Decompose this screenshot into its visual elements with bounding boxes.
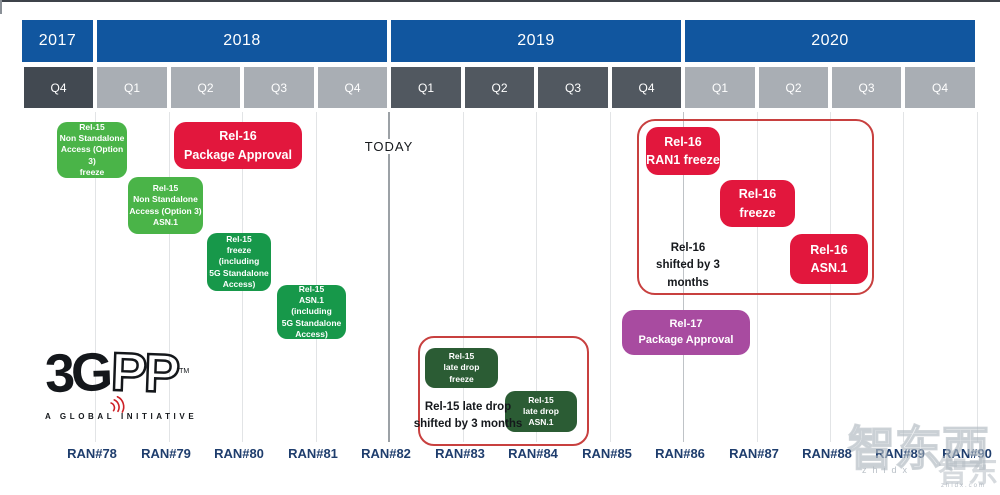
- ran-meeting-label: RAN#83: [435, 446, 485, 461]
- ran-meeting-label: RAN#81: [288, 446, 338, 461]
- quarter-2018-q2: Q2: [171, 67, 240, 108]
- quarter-gridline: [169, 112, 170, 442]
- quarter-2019-q4: Q4: [612, 67, 681, 108]
- quarter-2019-q2: Q2: [465, 67, 534, 108]
- milestone-rel16-asn1: Rel-16 ASN.1: [790, 234, 868, 284]
- year-band-2018: 2018: [97, 20, 387, 62]
- year-gridline: [683, 112, 684, 442]
- year-band-2017: 2017: [22, 20, 93, 62]
- logo-3g-text: 3G: [43, 341, 111, 405]
- ran-meeting-label: RAN#85: [582, 446, 632, 461]
- quarter-2020-q1: Q1: [685, 67, 755, 108]
- milestone-rel15-late-drop-asn1: Rel-15 late drop ASN.1: [505, 391, 577, 432]
- quarter-gridline: [95, 112, 96, 442]
- quarter-2019-q1: Q1: [391, 67, 461, 108]
- ran-meeting-label: RAN#89: [875, 446, 925, 461]
- milestone-rel16-ran1-freeze: Rel-16 RAN1 freeze: [646, 127, 720, 175]
- quarter-2017-q4: Q4: [24, 67, 93, 108]
- watermark-zhidx-large: 智东西: [847, 421, 990, 476]
- ran-meeting-label: RAN#79: [141, 446, 191, 461]
- ran-meeting-label: RAN#90: [942, 446, 992, 461]
- milestone-rel15-nsa-freeze: Rel-15 Non Standalone Access (Option 3) …: [57, 122, 127, 178]
- logo-trademark: TM: [179, 368, 190, 375]
- ran-meeting-label: RAN#78: [67, 446, 117, 461]
- rel15-shift-note: Rel-15 late drop shifted by 3 months: [413, 401, 523, 431]
- ran-meeting-label: RAN#80: [214, 446, 264, 461]
- milestone-rel17-package-approval: Rel-17 Package Approval: [622, 310, 750, 355]
- milestone-rel15-nsa-asn1: Rel-15 Non Standalone Access (Option 3) …: [128, 177, 203, 234]
- ran-meeting-label: RAN#86: [655, 446, 705, 461]
- logo-tagline: A GLOBAL INITIATIVE: [45, 412, 198, 421]
- quarter-gridline: [316, 112, 317, 442]
- watermark-zhidx-small-subtext: zhidx.com: [941, 483, 987, 489]
- ran-meeting-label: RAN#82: [361, 446, 411, 461]
- quarter-2018-q4: Q4: [318, 67, 387, 108]
- today-label: TODAY: [357, 139, 421, 154]
- quarter-gridline: [903, 112, 904, 442]
- 3gpp-logo-wordmark: 3GPPTM: [43, 341, 225, 413]
- quarter-gridline: [757, 112, 758, 442]
- quarter-2018-q1: Q1: [97, 67, 167, 108]
- milestone-rel16-package-approval: Rel-16 Package Approval: [174, 122, 302, 169]
- year-band-2020: 2020: [685, 20, 975, 62]
- ran-meeting-label: RAN#88: [802, 446, 852, 461]
- quarter-2019-q3: Q3: [538, 67, 608, 108]
- rel16-shift-group-outline: [637, 119, 874, 295]
- rel15-late-drop-group-outline: [418, 336, 589, 446]
- milestone-rel15-late-drop-freeze: Rel-15 late drop freeze: [425, 348, 498, 388]
- milestone-rel15-asn1: Rel-15 ASN.1 (including 5G Standalone Ac…: [277, 284, 346, 339]
- quarter-gridline: [463, 112, 464, 442]
- ran-meeting-label: RAN#84: [508, 446, 558, 461]
- today-line: [388, 112, 390, 442]
- rel16-shift-note: Rel-16 shifted by 3 months: [656, 242, 720, 289]
- milestone-rel16-freeze: Rel-16 freeze: [720, 180, 795, 227]
- left-border-line: [0, 0, 2, 14]
- quarter-gridline: [610, 112, 611, 442]
- quarter-2020-q3: Q3: [832, 67, 901, 108]
- quarter-gridline: [536, 112, 537, 442]
- watermark-zhidx-subtext: zhidx: [862, 465, 914, 475]
- milestone-rel15-freeze: Rel-15 freeze (including 5G Standalone A…: [207, 233, 271, 291]
- quarter-gridline: [977, 112, 978, 442]
- quarter-2020-q4: Q4: [905, 67, 975, 108]
- quarter-2018-q3: Q3: [244, 67, 314, 108]
- top-border-line: [0, 0, 1000, 2]
- year-band-2019: 2019: [391, 20, 681, 62]
- signal-waves-icon: [110, 395, 125, 413]
- 3gpp-logo: 3GPPTM A GLOBAL INITIATIVE: [43, 341, 225, 434]
- quarter-2020-q2: Q2: [759, 67, 828, 108]
- ran-meeting-label: RAN#87: [729, 446, 779, 461]
